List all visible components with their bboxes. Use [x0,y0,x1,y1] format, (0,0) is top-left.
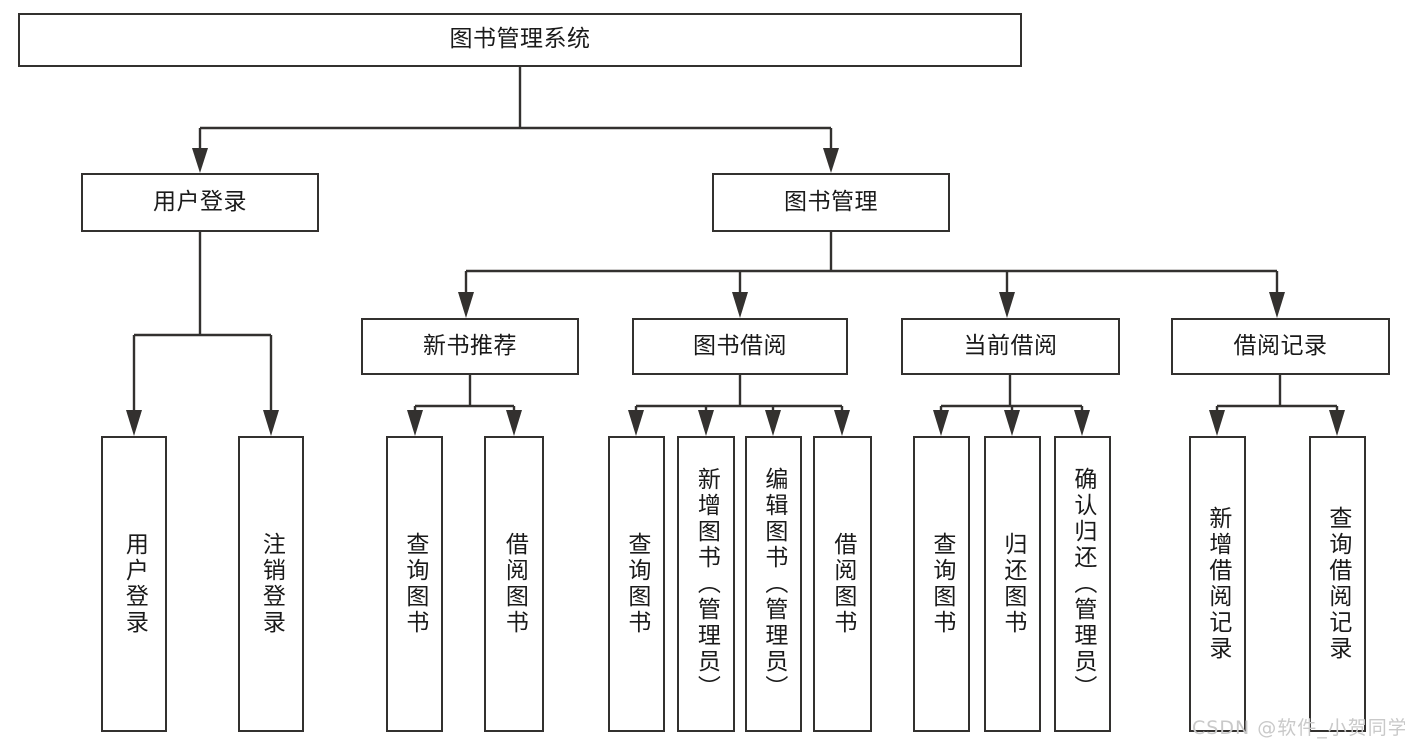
leaf-query-borrow-record-label: 查询借阅记录 [1324,506,1351,662]
node-borrow-records[interactable]: 借阅记录 [1171,318,1390,375]
leaf-query-borrow-record[interactable]: 查询借阅记录 [1309,436,1366,732]
leaf-add-borrow-record-label: 新增借阅记录 [1204,506,1231,662]
arrow-leaf-5 [628,410,644,436]
leaf-edit-book-admin[interactable]: 编辑图书（管理员） [745,436,802,732]
arrow-leaf-10 [1004,410,1020,436]
leaf-borrow-books-new-label: 借阅图书 [501,532,528,636]
leaf-borrow-books-borrow-label: 借阅图书 [829,532,856,636]
leaf-add-book-admin[interactable]: 新增图书（管理员） [677,436,735,732]
arrow-leaf-1 [126,410,142,436]
arrow-leaf-9 [933,410,949,436]
leaf-query-books-current-label: 查询图书 [928,532,955,636]
node-book-borrow[interactable]: 图书借阅 [632,318,848,375]
leaf-return-books-label: 归还图书 [999,532,1026,636]
arrow-to-records [1269,292,1285,318]
leaf-return-books[interactable]: 归还图书 [984,436,1041,732]
leaf-query-books-borrow[interactable]: 查询图书 [608,436,665,732]
leaf-user-login-label: 用户登录 [121,532,148,636]
arrow-leaf-11 [1074,410,1090,436]
node-new-book-recommend-label: 新书推荐 [423,332,517,359]
leaf-add-borrow-record[interactable]: 新增借阅记录 [1189,436,1246,732]
arrow-leaf-3 [407,410,423,436]
arrow-leaf-7 [765,410,781,436]
arrow-to-new-books [458,292,474,318]
node-root-label: 图书管理系统 [449,26,591,53]
arrow-leaf-8 [834,410,850,436]
leaf-user-login[interactable]: 用户登录 [101,436,167,732]
csdn-watermark: CSDN @软件_小贺同学 [1192,717,1405,739]
node-new-book-recommend[interactable]: 新书推荐 [361,318,579,375]
node-user-login[interactable]: 用户登录 [81,173,319,232]
leaf-edit-book-admin-label: 编辑图书（管理员） [760,467,787,701]
arrow-to-book-mgmt [823,148,839,173]
leaf-query-books-new-label: 查询图书 [401,532,428,636]
leaf-borrow-books-borrow[interactable]: 借阅图书 [813,436,872,732]
arrow-to-borrow [732,292,748,318]
arrow-to-current-borrow [999,292,1015,318]
leaf-logout[interactable]: 注销登录 [238,436,304,732]
arrow-to-user-login [192,148,208,173]
node-book-management[interactable]: 图书管理 [712,173,950,232]
arrow-leaf-6 [698,410,714,436]
leaf-query-books-current[interactable]: 查询图书 [913,436,970,732]
arrow-leaf-4 [506,410,522,436]
leaf-borrow-books-new[interactable]: 借阅图书 [484,436,544,732]
leaf-query-books-borrow-label: 查询图书 [623,532,650,636]
node-book-management-label: 图书管理 [784,188,878,215]
node-borrow-records-label: 借阅记录 [1233,332,1328,359]
leaf-add-book-admin-label: 新增图书（管理员） [693,467,720,701]
leaf-query-books-new[interactable]: 查询图书 [386,436,443,732]
node-user-login-label: 用户登录 [153,188,247,215]
leaf-confirm-return-admin[interactable]: 确认归还（管理员） [1054,436,1111,732]
leaf-logout-label: 注销登录 [258,532,285,636]
arrow-leaf-13 [1329,410,1345,436]
node-current-borrow[interactable]: 当前借阅 [901,318,1120,375]
leaf-confirm-return-admin-label: 确认归还（管理员） [1069,467,1096,701]
node-book-borrow-label: 图书借阅 [693,332,787,359]
node-current-borrow-label: 当前借阅 [963,332,1058,359]
arrow-leaf-2 [263,410,279,436]
node-root[interactable]: 图书管理系统 [18,13,1022,67]
arrow-leaf-12 [1209,410,1225,436]
